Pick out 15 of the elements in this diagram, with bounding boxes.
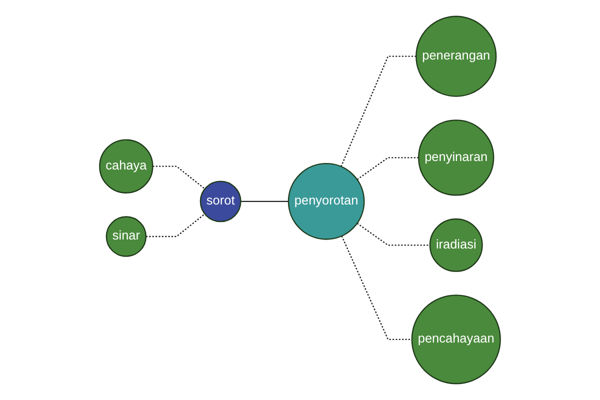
connector: [240, 200, 288, 202]
node-circle: penyorotan: [288, 162, 365, 240]
node-circle: iradiasi: [429, 218, 483, 272]
node-circle: sorot: [200, 180, 242, 222]
connector: [356, 157, 419, 180]
connector: [146, 214, 206, 238]
connector: [152, 166, 206, 190]
node-circle: penyinaran: [418, 120, 494, 196]
node-circle: pencahayaan: [411, 294, 501, 384]
node-circle: cahaya: [99, 139, 154, 194]
connector: [340, 56, 416, 167]
node-circle: penerangan: [416, 16, 497, 97]
connector: [356, 222, 430, 246]
node-circle: sinar: [106, 216, 147, 257]
connector: [341, 236, 412, 340]
